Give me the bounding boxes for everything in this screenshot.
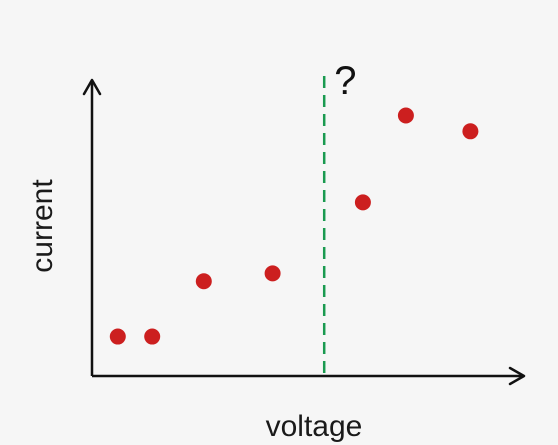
data-point [397, 107, 414, 124]
x-axis [92, 366, 526, 386]
data-point [462, 123, 479, 140]
data-points [109, 107, 479, 345]
data-point [109, 328, 126, 345]
data-point [354, 194, 371, 211]
x-axis-arrow [508, 366, 526, 386]
x-axis-label: voltage [266, 410, 363, 443]
data-point [144, 328, 161, 345]
y-axis-arrow [82, 78, 102, 96]
data-point [195, 273, 212, 290]
y-axis-label: current [26, 179, 59, 273]
question-mark-annotation: ? [334, 59, 356, 103]
y-axis [82, 78, 102, 376]
data-point [264, 265, 281, 282]
